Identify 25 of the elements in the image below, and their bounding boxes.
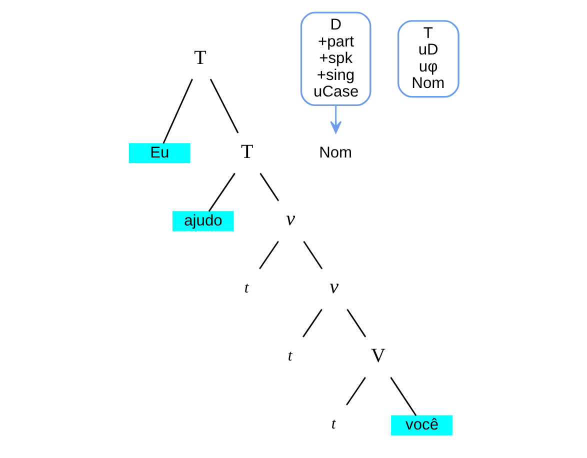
connector [259, 172, 279, 202]
node-text: v [329, 276, 338, 298]
node-box: ajudo [172, 211, 234, 232]
node-text: V [370, 345, 385, 368]
node-box: D +part +spk +sing uCase [300, 12, 371, 106]
node-text: t [330, 415, 336, 432]
connector [208, 172, 235, 212]
connector [346, 309, 366, 338]
node-box: T uD uφ Nom [396, 20, 459, 98]
arrow [330, 105, 342, 134]
connector [346, 377, 366, 406]
node-text: v [286, 208, 295, 230]
node-text: t [244, 279, 248, 296]
connector [209, 78, 238, 134]
node-box: Eu [128, 143, 190, 164]
node-text: T [194, 46, 206, 69]
node-box: você [390, 415, 452, 436]
connector [302, 308, 322, 338]
connector [258, 240, 278, 270]
node-text: t [287, 347, 292, 364]
connector [390, 377, 416, 416]
node-text: T [240, 141, 253, 164]
node-text: Nom [318, 144, 352, 162]
connector [162, 78, 192, 144]
connector [302, 240, 322, 270]
